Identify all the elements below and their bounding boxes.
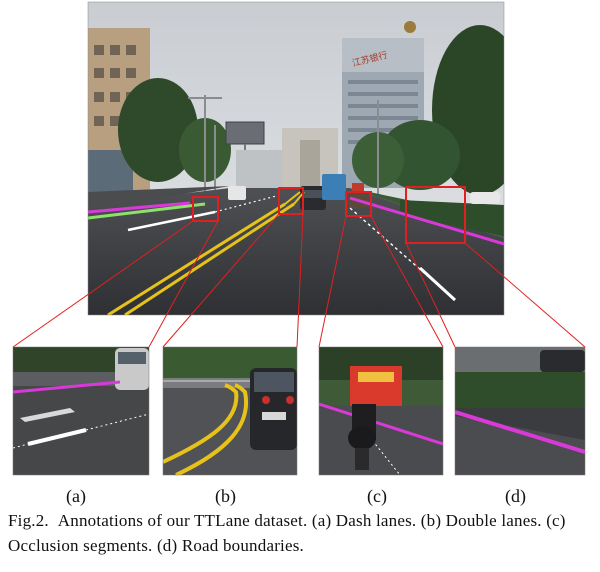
highlight-box-a	[192, 196, 219, 222]
panel-label-c: (c)	[367, 486, 387, 506]
figure-caption: Fig.2. Annotations of our TTLane dataset…	[8, 508, 592, 558]
lane-boundary-left	[88, 201, 191, 214]
panel-c-occluded-boundary	[319, 402, 443, 446]
zoom-panel-b	[163, 347, 297, 475]
panel-a-dash-lane	[27, 428, 87, 446]
caption-text: Annotations of our TTLane dataset. (a) D…	[8, 511, 566, 555]
panel-label-b: (b)	[215, 486, 236, 506]
panel-b-double-lane-2	[175, 383, 249, 475]
main-road-photo: 江苏银行	[88, 2, 504, 315]
panel-d-road-boundary	[455, 410, 585, 454]
zoom-panel-d	[455, 347, 585, 475]
lane-other-green	[88, 202, 206, 220]
highlight-box-b	[278, 187, 304, 215]
lane-boundary-right	[349, 196, 504, 246]
lane-dash-left	[127, 210, 216, 232]
zoom-panel-c	[319, 347, 443, 475]
overhead-sign	[225, 121, 265, 145]
lane-double-yellow-2	[124, 202, 295, 315]
zoom-panel-a	[13, 347, 149, 475]
caption-prefix: Fig.2.	[8, 511, 49, 530]
panel-b-double-lane-1	[163, 383, 239, 464]
left-trees	[118, 78, 198, 182]
panel-label-a: (a)	[66, 486, 86, 506]
panel-label-d: (d)	[505, 486, 526, 506]
highlight-boxes	[192, 186, 466, 244]
highlight-box-d	[405, 186, 466, 244]
bank-logo	[404, 21, 416, 33]
bus	[322, 174, 346, 200]
zoom-connectors	[12, 213, 586, 348]
highlight-box-c	[345, 191, 372, 217]
panel-d-hedge	[455, 372, 585, 408]
